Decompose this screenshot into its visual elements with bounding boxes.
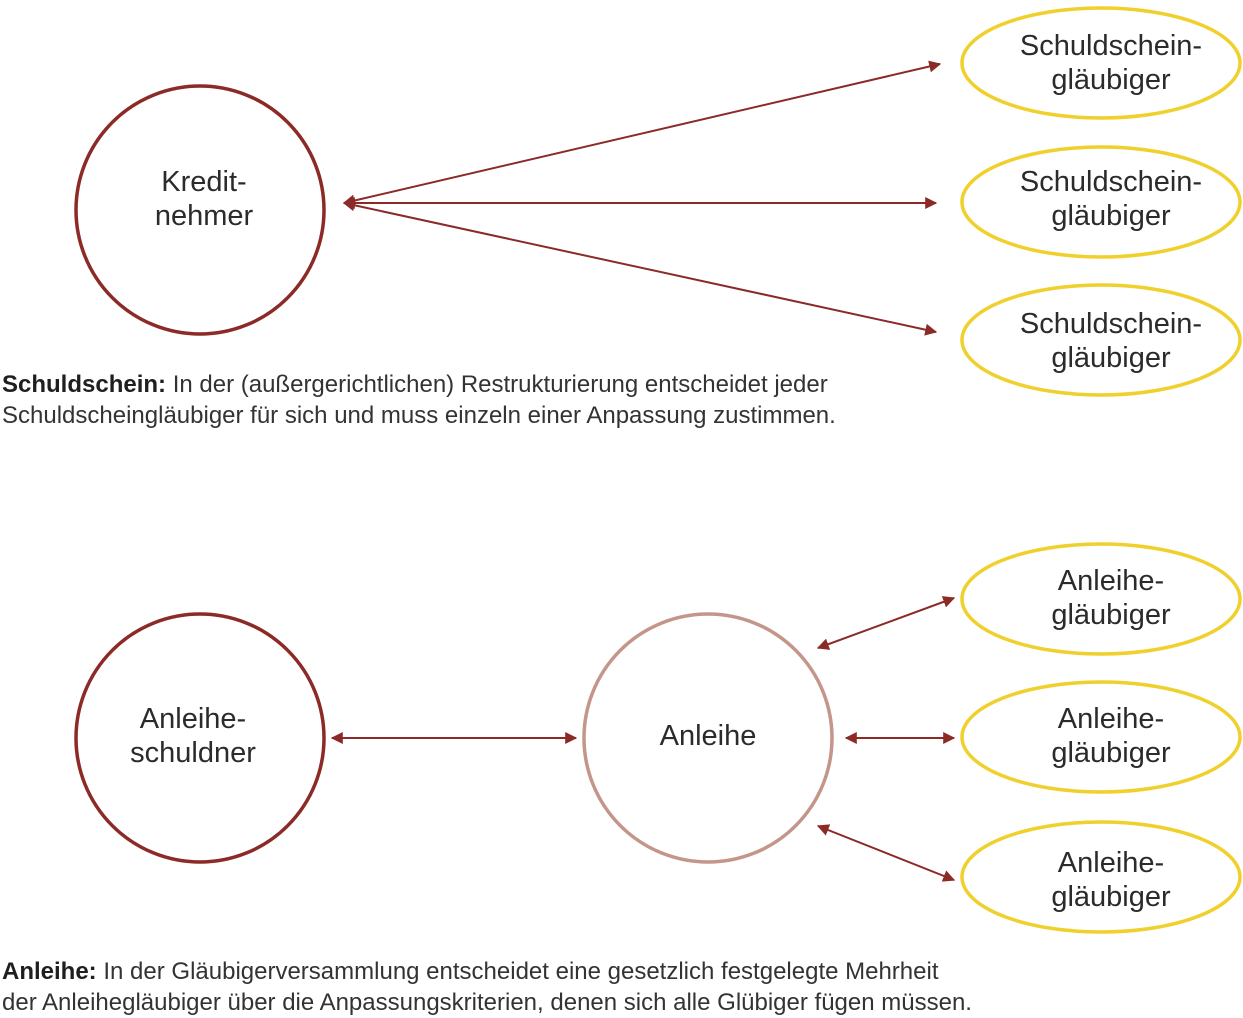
- creditor-label-line2: gläubiger: [1051, 200, 1171, 232]
- schuldschein-caption-line2: Schuldscheingläubiger für sich und muss …: [2, 402, 836, 429]
- bond-circle: [582, 612, 834, 864]
- schuldschein-caption-lead: Schuldschein:: [2, 371, 167, 398]
- creditor-ellipse: [960, 283, 1242, 397]
- schuldschein-creditor-1: Schuldschein- gläubiger: [960, 6, 1242, 120]
- creditor-label-line2: gläubiger: [1051, 64, 1171, 96]
- creditor-label-line1: Anleihe-: [1058, 565, 1164, 597]
- creditor-label-line1: Schuldschein-: [1020, 308, 1202, 340]
- anleihe-caption-text1: In der Gläubigerversammlung entscheidet …: [103, 958, 939, 985]
- schuldschein-section: Kredit- nehmer Schuldschein- gläubiger S…: [74, 6, 1242, 397]
- creditor-label-line2: gläubiger: [1051, 599, 1171, 631]
- schuldschein-caption-text1: In der (außergerichtlichen) Restrukturie…: [172, 371, 828, 398]
- anleihe-caption: Anleihe: In der Gläubigerversammlung ent…: [2, 956, 1202, 1018]
- schuldschein-caption: Schuldschein: In der (außergerichtlichen…: [2, 369, 1202, 431]
- schuldschein-caption-line1: Schuldschein: In der (außergerichtlichen…: [2, 369, 1202, 400]
- creditor-ellipse: [960, 680, 1242, 794]
- creditor-label-line1: Schuldschein-: [1020, 30, 1202, 62]
- anleihe-caption-line1: Anleihe: In der Gläubigerversammlung ent…: [2, 956, 1202, 987]
- creditor-label-line2: gläubiger: [1051, 737, 1171, 769]
- anleihe-caption-lead: Anleihe:: [2, 958, 97, 985]
- bond-node: Anleihe: [582, 612, 834, 864]
- arrow-bond-creditor-1: [816, 596, 956, 650]
- debtor-node: Anleihe- schuldner: [74, 612, 326, 864]
- creditor-ellipse: [960, 6, 1242, 120]
- borrower-node: Kredit- nehmer: [74, 84, 326, 336]
- anleihe-caption-line2: der Anleihegläubiger über die Anpassungs…: [2, 989, 972, 1016]
- debtor-label-line2: schuldner: [130, 737, 256, 769]
- debtor-label-line1: Anleihe-: [140, 703, 246, 735]
- anleihe-creditor-2: Anleihe- gläubiger: [960, 680, 1242, 794]
- schuldschein-creditor-3: Schuldschein- gläubiger: [960, 283, 1242, 397]
- creditor-label-line1: Schuldschein-: [1020, 166, 1202, 198]
- anleihe-section: Anleihe- schuldner Anleihe Anleihe- gläu…: [74, 542, 1242, 934]
- schuldschein-creditor-2: Schuldschein- gläubiger: [960, 145, 1242, 259]
- creditor-ellipse: [960, 542, 1242, 656]
- borrower-label-line1: Kredit-: [161, 166, 246, 198]
- arrow-borrower-creditor-3: [342, 199, 938, 336]
- arrow-borrower-creditor-1: [342, 60, 942, 207]
- creditor-label-line1: Anleihe-: [1058, 847, 1164, 879]
- borrower-label-line2: nehmer: [155, 200, 254, 232]
- debtor-circle: [74, 612, 326, 864]
- creditor-label-line2: gläubiger: [1051, 881, 1171, 913]
- arrow-bond-creditor-3: [816, 824, 956, 882]
- borrower-circle: [74, 84, 326, 336]
- creditor-ellipse: [960, 145, 1242, 259]
- anleihe-creditor-1: Anleihe- gläubiger: [960, 542, 1242, 656]
- creditor-label-line1: Anleihe-: [1058, 703, 1164, 735]
- creditor-ellipse: [960, 820, 1242, 934]
- bond-label: Anleihe: [660, 720, 757, 752]
- creditor-label-line2: gläubiger: [1051, 342, 1171, 374]
- anleihe-creditor-3: Anleihe- gläubiger: [960, 820, 1242, 934]
